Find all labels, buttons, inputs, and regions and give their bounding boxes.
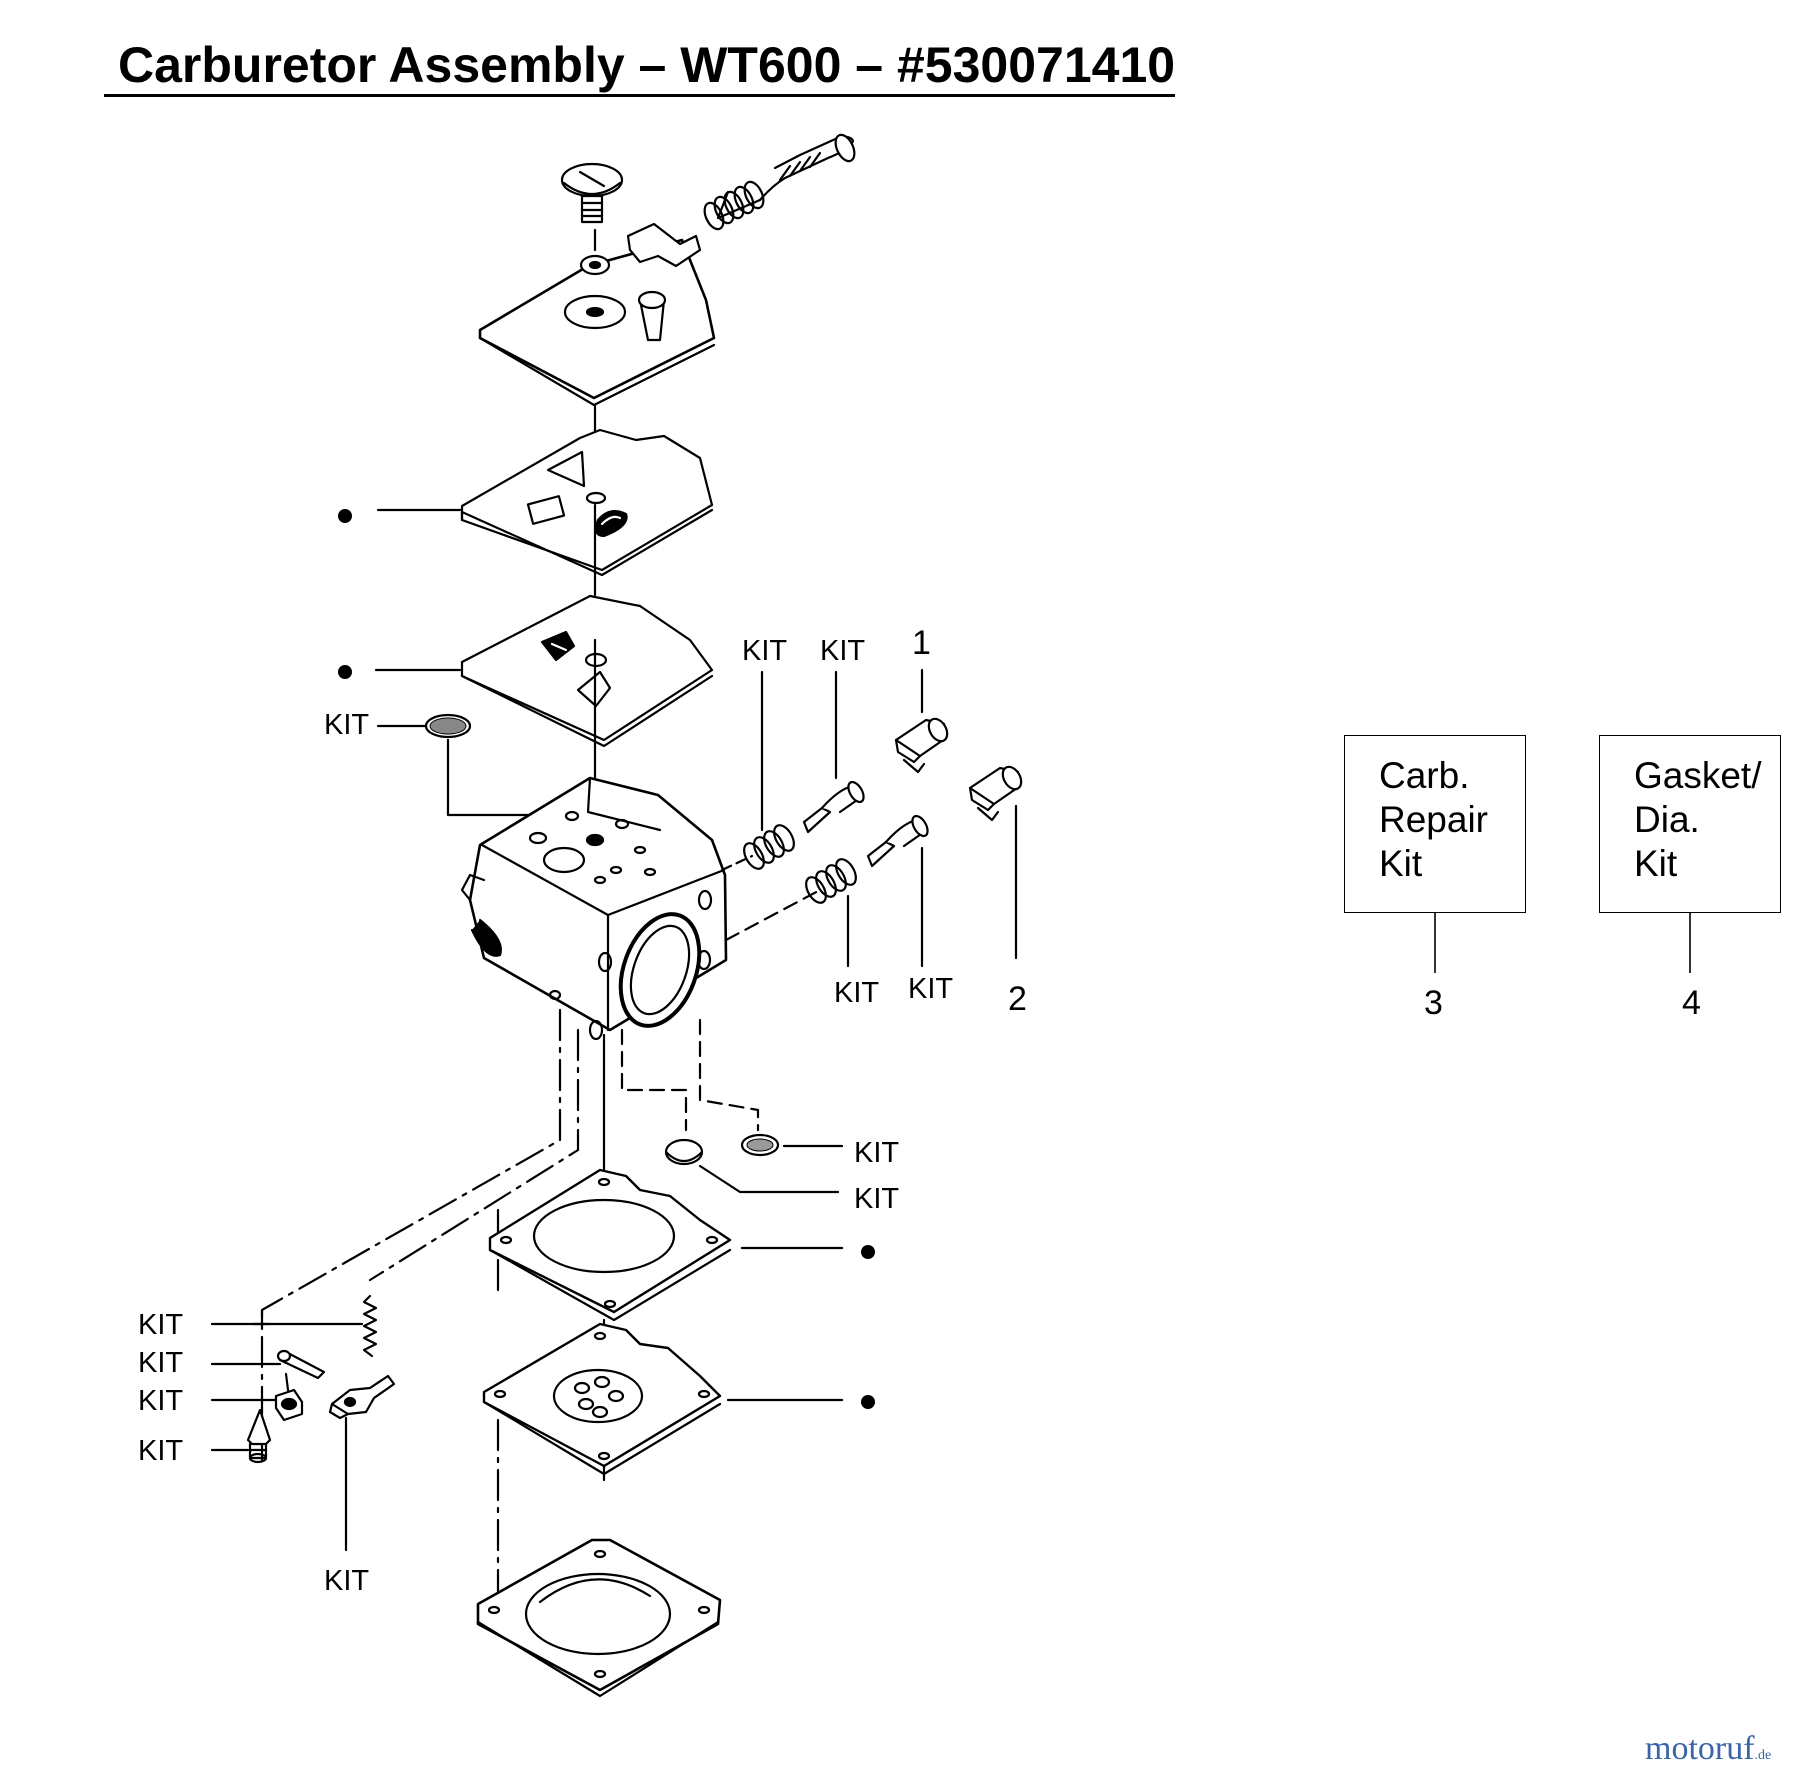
carburetor-body [460,776,728,1041]
kit-label: KIT [138,1347,183,1379]
watermark-suffix: .de [1754,1748,1772,1763]
cover-screw [560,162,624,224]
gasket-dia-kit-box: Gasket/ Dia. Kit [1599,735,1781,913]
check-valve [664,1138,704,1166]
callout-2: 2 [1008,980,1027,1018]
bullet-marker [861,1395,875,1409]
bullet-markers [338,509,875,1409]
metering-spring [362,1294,378,1358]
callout-1: 1 [912,624,931,662]
box-line: Kit [1379,843,1423,884]
pump-cover [478,222,716,407]
mixture-needle-1 [743,780,865,870]
box-line: Dia. [1634,799,1700,840]
kit-label: KIT [138,1435,183,1467]
top-adjusting-screw [716,133,856,220]
page-title: Carburetor Assembly – WT600 – #530071410 [104,36,1176,97]
kit-label: KIT [854,1183,899,1215]
kit-label: KIT [324,709,369,741]
fuel-screen [740,1133,780,1157]
inlet-needle [246,1408,272,1464]
metering-diaphragm [482,1322,722,1476]
kit-label: KIT [742,635,787,667]
limiter-cap-2 [968,765,1023,822]
bullet-marker [338,509,352,523]
kit-label: KIT [138,1309,183,1341]
callout-4: 4 [1682,984,1701,1022]
pump-gasket [460,428,714,577]
box-line: Gasket/ [1634,755,1762,796]
kit-label: KIT [834,977,879,1009]
box-line: Carb. [1379,755,1470,796]
limiter-cap-1 [894,717,949,774]
kit-label: KIT [324,1565,369,1597]
top-spring [703,180,765,231]
mixture-needle-2 [805,814,929,904]
carb-repair-kit-box: Carb. Repair Kit [1344,735,1526,913]
metering-lever [328,1374,396,1420]
kit-label: KIT [820,635,865,667]
kit-label: KIT [138,1385,183,1417]
metering-gasket [488,1168,732,1322]
box-line: Repair [1379,799,1488,840]
bullet-marker [861,1245,875,1259]
watermark-logo: motoruf.de [1645,1730,1771,1768]
lever-screw [274,1372,304,1422]
pump-diaphragm [460,594,714,748]
bullet-marker [338,665,352,679]
metering-cover [476,1538,722,1698]
lever-pin [276,1349,326,1380]
callout-3: 3 [1424,984,1443,1022]
box-line: Kit [1634,843,1678,884]
inlet-screen [424,713,472,739]
watermark-text: motoruf [1645,1730,1755,1767]
kit-label: KIT [908,973,953,1005]
kit-label: KIT [854,1137,899,1169]
